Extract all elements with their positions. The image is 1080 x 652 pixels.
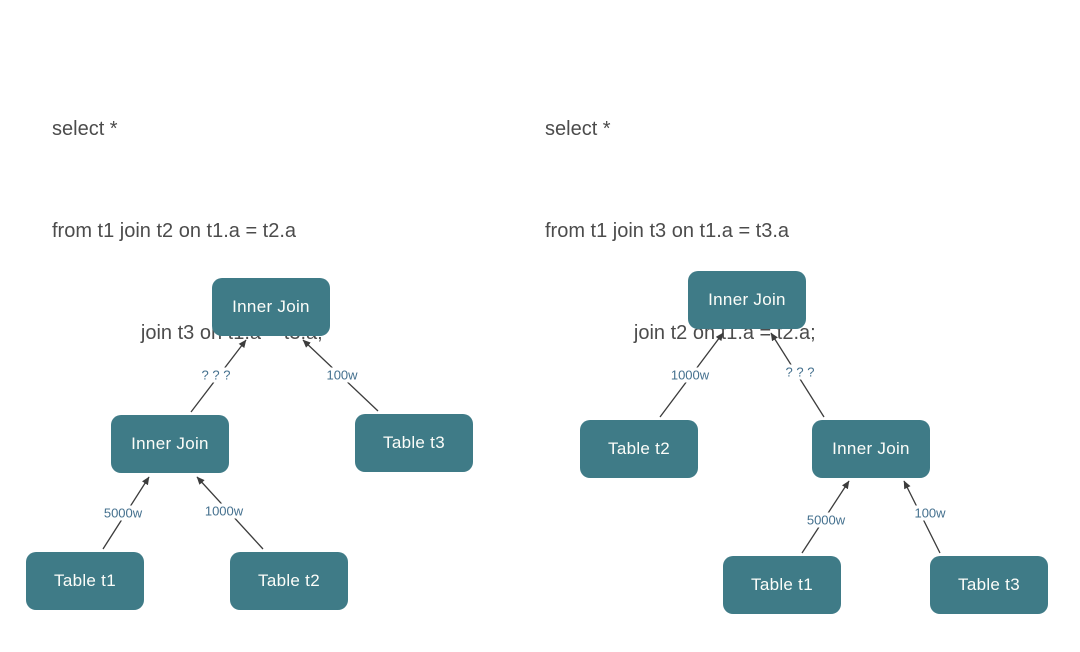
edge-label-join13-to-root: ? ? ?: [782, 364, 818, 380]
sql-line: from t1 join t3 on t1.a = t3.a: [545, 220, 790, 242]
edge-label-t1-to-join12: 5000w: [100, 505, 146, 521]
node-inner-join-root-left: Inner Join: [212, 278, 330, 336]
node-table-t2-left: Table t2: [230, 552, 348, 610]
sql-line: select *: [545, 118, 611, 140]
edge-label-join12-to-root: ? ? ?: [198, 367, 234, 383]
sql-query-left: select * from t1 join t2 on t1.a = t2.a …: [52, 44, 323, 418]
edge-label-t1-to-join13: 5000w: [803, 512, 849, 528]
sql-query-right: select * from t1 join t3 on t1.a = t3.a …: [545, 44, 816, 418]
node-inner-join-t1t3: Inner Join: [812, 420, 930, 478]
node-table-t3-left: Table t3: [355, 414, 473, 472]
node-table-t3-right: Table t3: [930, 556, 1048, 614]
node-table-t1-right: Table t1: [723, 556, 841, 614]
sql-line: select *: [52, 118, 118, 140]
edge-label-t2-to-root: 1000w: [667, 367, 713, 383]
node-inner-join-root-right: Inner Join: [688, 271, 806, 329]
node-table-t1-left: Table t1: [26, 552, 144, 610]
sql-line: from t1 join t2 on t1.a = t2.a: [52, 220, 297, 242]
edge-label-t3-to-root: 100w: [323, 367, 361, 383]
node-inner-join-t1t2: Inner Join: [111, 415, 229, 473]
edge-label-t3-to-join13: 100w: [911, 505, 949, 521]
edge-label-t2-to-join12: 1000w: [201, 503, 247, 519]
node-table-t2-right: Table t2: [580, 420, 698, 478]
